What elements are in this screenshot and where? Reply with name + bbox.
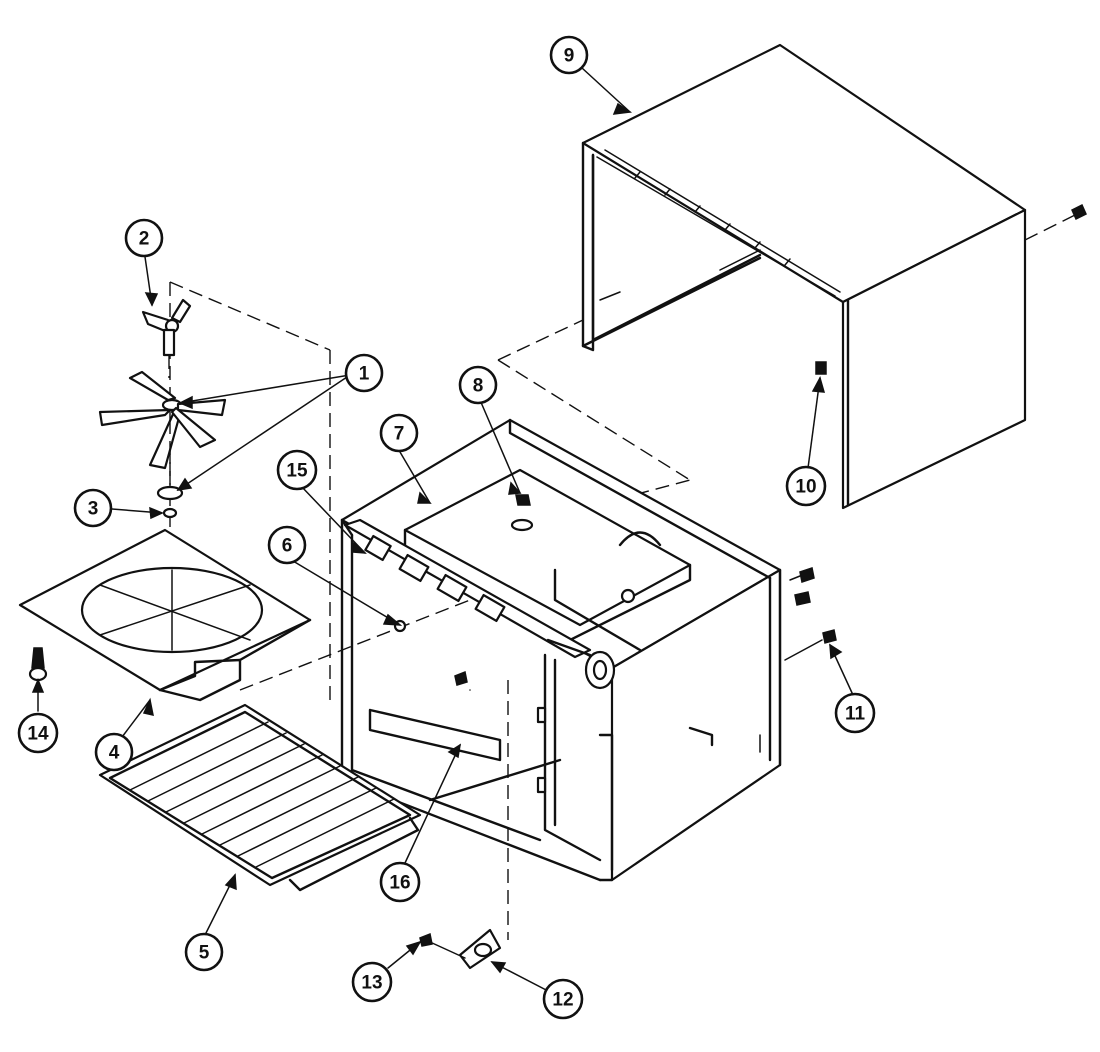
callout-16-label: 16	[389, 873, 410, 894]
callout-6-label: 6	[282, 536, 293, 557]
fan-assembly-part	[98, 298, 227, 519]
leader-lines	[37, 67, 854, 993]
leader-arrowheads	[31, 102, 843, 974]
callout-3: 3	[73, 488, 113, 528]
callout-16: 16	[379, 861, 421, 903]
callout-2-label: 2	[139, 229, 150, 250]
callout-8-label: 8	[473, 376, 484, 397]
callout-14-label: 14	[27, 724, 49, 745]
callout-9-label: 9	[564, 46, 575, 67]
callout-10-label: 10	[795, 477, 816, 498]
callout-1-label: 1	[359, 364, 370, 385]
callout-2: 2	[124, 218, 164, 258]
callout-15-label: 15	[286, 461, 308, 482]
callout-11: 11	[834, 692, 876, 734]
oven-rack-part	[98, 703, 422, 892]
bracket-part	[419, 928, 502, 970]
callout-7-label: 7	[394, 424, 405, 445]
callout-13-label: 13	[361, 973, 382, 994]
callout-4: 4	[94, 732, 134, 772]
callout-13: 13	[351, 961, 393, 1003]
callout-12: 12	[542, 978, 584, 1020]
callout-5-label: 5	[199, 943, 210, 964]
callout-6: 6	[267, 525, 307, 565]
callout-5: 5	[184, 932, 224, 972]
fan-cover-part	[18, 528, 312, 702]
callout-8: 8	[458, 365, 498, 405]
callout-10: 10	[785, 465, 827, 507]
callout-11-label: 11	[845, 704, 866, 725]
callout-4-label: 4	[109, 743, 120, 764]
callout-14: 14	[17, 712, 59, 754]
callout-3-label: 3	[88, 499, 99, 520]
oven-body-part	[340, 418, 837, 882]
callout-7: 7	[379, 413, 419, 453]
callout-1: 1	[344, 353, 384, 393]
callout-9: 9	[549, 35, 589, 75]
callout-15: 15	[276, 449, 318, 491]
callout-12-label: 12	[552, 990, 573, 1011]
outer-cabinet-part	[581, 43, 1087, 510]
